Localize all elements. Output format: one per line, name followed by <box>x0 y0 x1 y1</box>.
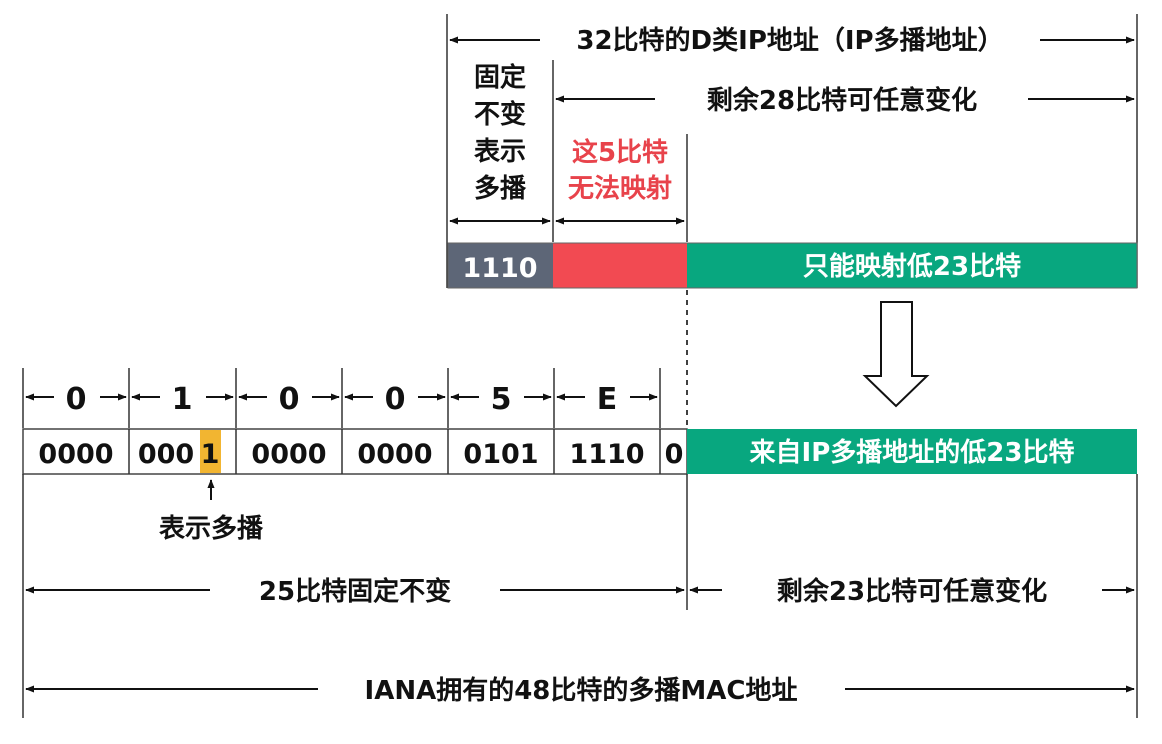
bit-group-3: 0000 <box>251 439 326 470</box>
bit-group-2-prefix: 000 <box>138 439 194 470</box>
hex-digit-2: 1 <box>172 382 193 417</box>
mac-48bit-span: IANA拥有的48比特的多播MAC地址 <box>25 675 1135 706</box>
bit-group-5: 0101 <box>463 439 538 470</box>
mac-mapped-label: 来自IP多播地址的低23比特 <box>750 437 1075 468</box>
multicast-bit-label: 表示多播 <box>159 514 264 544</box>
ip-fixed-line-4: 多播 <box>474 174 527 204</box>
ip-28bit-span: 剩余28比特可任意变化 <box>555 85 1135 116</box>
hex-digit-1: 0 <box>66 382 87 417</box>
bit-group-1: 0000 <box>38 439 113 470</box>
mac-address-bar: 0000 000 1 0000 0000 0101 1110 0 来自IP多播地… <box>22 428 1137 475</box>
ip-fixed-line-3: 表示 <box>474 137 526 167</box>
ip-unmapped-cell <box>553 243 687 288</box>
fixed-25-label: 25比特固定不变 <box>259 576 451 607</box>
ip-address-bar: 1110 只能映射低23比特 <box>447 242 1138 289</box>
mac-bottom-label: IANA拥有的48比特的多播MAC地址 <box>365 675 798 706</box>
bit-group-4: 0000 <box>357 439 432 470</box>
ip-fixed-bits-cell <box>448 243 553 288</box>
mac-23bit-span: 剩余23比特可任意变化 <box>689 576 1135 607</box>
hex-digit-6: E <box>597 382 618 417</box>
ip-32bit-span: 32比特的D类IP地址（IP多播地址） <box>449 25 1135 56</box>
ip-top-label: 32比特的D类IP地址（IP多播地址） <box>576 25 1003 56</box>
multicast-bit-highlight <box>200 430 221 473</box>
hex-digit-5: 5 <box>491 382 512 417</box>
ip-mapped-label: 只能映射低23比特 <box>803 251 1021 282</box>
mac-25bit-span: 25比特固定不变 <box>25 576 685 607</box>
mac-mapped-cell <box>687 429 1137 474</box>
ip-fixed-bits: 1110 <box>462 253 537 284</box>
ip-unmapped-line-2: 无法映射 <box>568 174 672 204</box>
hex-digit-4: 0 <box>385 382 406 417</box>
ip-unmapped-label: 这5比特 无法映射 <box>568 137 672 204</box>
last-bit: 0 <box>665 439 684 470</box>
down-arrow-icon <box>862 301 930 408</box>
ip-fixed-line-1: 固定 <box>474 62 526 93</box>
ip-remaining-label: 剩余28比特可任意变化 <box>707 85 977 116</box>
ip-unmapped-line-1: 这5比特 <box>572 137 668 168</box>
multicast-bit-pointer: 表示多播 <box>159 479 264 544</box>
multicast-bit: 1 <box>201 439 220 470</box>
ip-mapped-cell <box>687 243 1137 288</box>
bit-group-6: 1110 <box>569 439 644 470</box>
remaining-23-label: 剩余23比特可任意变化 <box>777 576 1047 607</box>
ip-fixed-label: 固定 不变 表示 多播 <box>474 62 527 204</box>
hex-digit-3: 0 <box>279 382 300 417</box>
ip-fixed-line-2: 不变 <box>474 99 526 130</box>
mac-hex-row: 0 1 0 0 5 E <box>22 368 661 428</box>
